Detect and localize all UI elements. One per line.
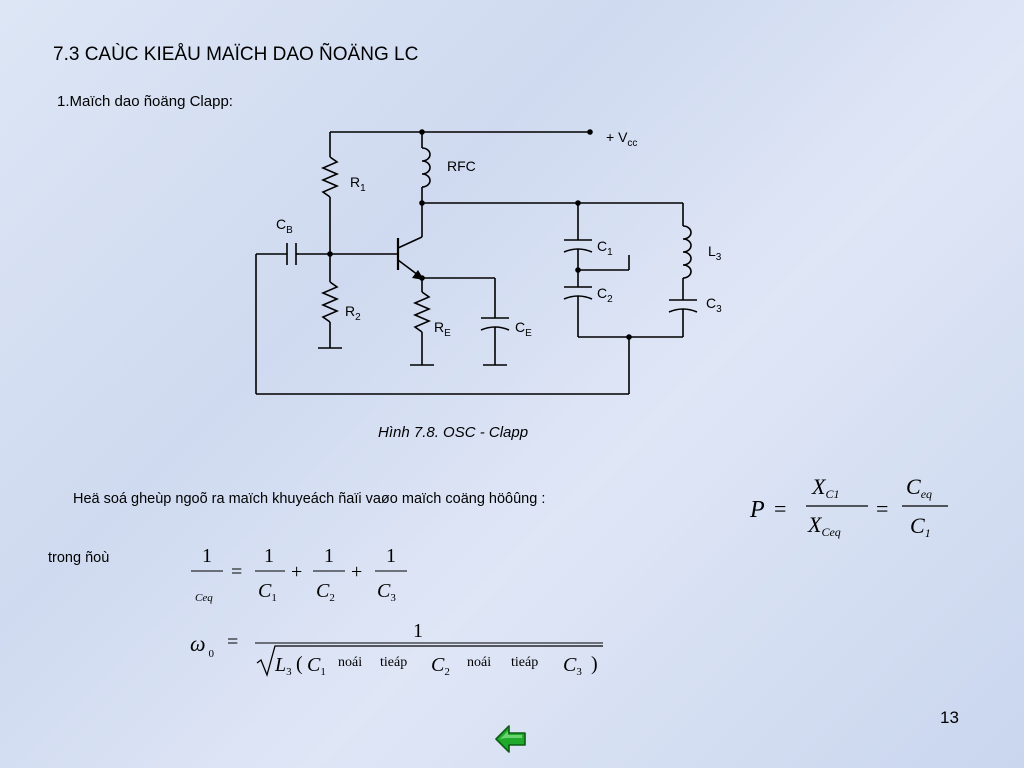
- ce-label: CE: [515, 319, 532, 339]
- c2-numerator: 1: [324, 545, 334, 567]
- omega-series-word-1: noái: [338, 655, 362, 670]
- c2-denominator: C2: [316, 580, 335, 604]
- formula-p-eq2: =: [876, 496, 888, 521]
- c1-denominator: C1: [258, 580, 277, 604]
- omega-l3: L3: [274, 654, 292, 678]
- ceq-numerator: 1: [202, 545, 212, 567]
- formula-p-symbol: P: [749, 497, 765, 523]
- omega-close-paren: ): [591, 653, 598, 675]
- r1-label: R1: [350, 174, 366, 194]
- formula-p-c1: C1: [910, 513, 931, 540]
- cb-label: CB: [276, 216, 293, 236]
- where-label: trong ñoù: [48, 550, 110, 566]
- vcc-label: + Vcc: [606, 129, 637, 149]
- formula-p-eq1: =: [774, 496, 786, 521]
- c3-label: C3: [706, 295, 722, 315]
- plus-1: +: [291, 561, 302, 583]
- plus-2: +: [351, 561, 362, 583]
- slide-subtitle: 1.Maïch dao ñoäng Clapp:: [57, 93, 233, 110]
- ceq-denominator: Ceq: [195, 592, 213, 604]
- rfc-label: RFC: [447, 158, 476, 174]
- figure-caption: Hình 7.8. OSC - Clapp: [378, 424, 529, 441]
- re-label: RE: [434, 319, 451, 339]
- formula-p-xceq: XCeq: [807, 512, 841, 539]
- formula-p-ceq: Ceq: [906, 474, 932, 501]
- slide-title: 7.3 CAÙC KIEÅU MAÏCH DAO ÑOÄNG LC: [53, 44, 419, 65]
- c3-denominator: C3: [377, 580, 396, 604]
- formula-p-xc: XC1: [811, 474, 839, 501]
- ceq-eq: =: [231, 561, 242, 583]
- c3-numerator: 1: [386, 545, 396, 567]
- omega-open-paren: (: [296, 653, 303, 675]
- r2-label: R2: [345, 303, 361, 323]
- omega-series-word-3: noái: [467, 655, 491, 670]
- c2-label: C2: [597, 285, 613, 305]
- c1-numerator: 1: [264, 545, 274, 567]
- omega-c3: C3: [563, 654, 582, 678]
- formula-coupling-ratio: P = XC1 XCeq = Ceq C1: [749, 474, 948, 540]
- page-number: 13: [940, 708, 959, 727]
- omega-numerator: 1: [413, 620, 423, 642]
- coupling-sentence: Heä soá gheùp ngoõ ra maïch khuyeách ñaï…: [73, 491, 546, 507]
- formula-equivalent-capacitance: 1 Ceq = 1 C1 + 1 C2 + 1 C3: [191, 545, 407, 604]
- c1-label: C1: [597, 238, 613, 258]
- back-arrow-icon[interactable]: [494, 724, 528, 754]
- omega-series-word-2: tieáp: [380, 655, 407, 670]
- omega-eq: =: [227, 631, 238, 653]
- omega-c1: C1: [307, 654, 326, 678]
- omega-c2: C2: [431, 654, 450, 678]
- omega-series-word-4: tieáp: [511, 655, 538, 670]
- l3-label: L3: [708, 243, 722, 263]
